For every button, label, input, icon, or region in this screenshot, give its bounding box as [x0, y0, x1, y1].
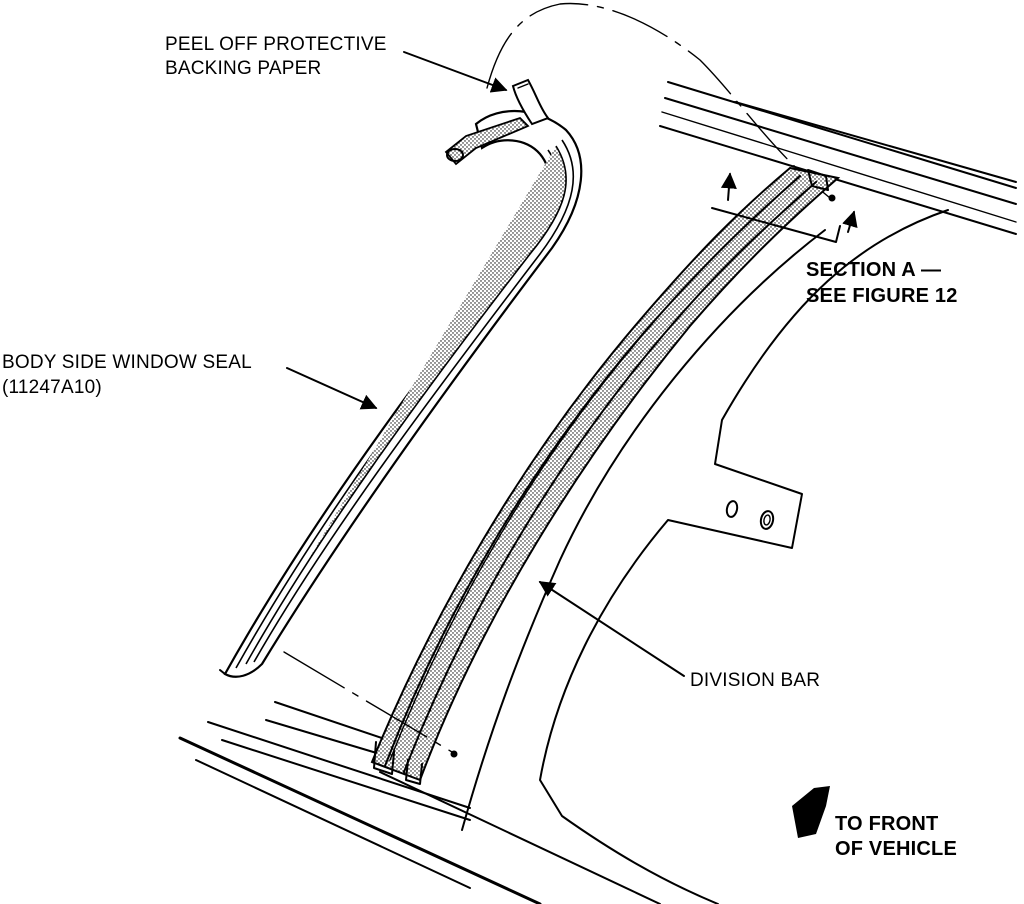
section-a-label: SECTION A — SEE FIGURE 12 [806, 259, 958, 307]
body-panel [178, 81, 1017, 904]
window-seal-label-line1: BODY SIDE WINDOW SEAL [2, 352, 252, 373]
peel-off-label: PEEL OFF PROTECTIVE BACKING PAPER [165, 34, 387, 79]
window-seal-label-line2: (11247A10) [2, 377, 102, 398]
peel-off-label-line2: BACKING PAPER [165, 58, 321, 79]
leader-lines [286, 51, 685, 677]
front-label-line2: OF VEHICLE [835, 838, 957, 860]
body-side-window-seal [219, 78, 583, 678]
front-label-line1: TO FRONT [835, 813, 938, 835]
peel-off-label-line1: PEEL OFF PROTECTIVE [165, 34, 387, 55]
section-a-label-line1: SECTION A — [806, 259, 941, 281]
front-direction-arrow-icon [792, 786, 830, 838]
section-a-label-line2: SEE FIGURE 12 [806, 285, 958, 307]
division-bar-label: DIVISION BAR [690, 670, 820, 691]
front-of-vehicle-indicator: TO FRONT OF VEHICLE [792, 786, 957, 860]
section-a-callout-curve [486, 2, 836, 202]
division-bar [283, 166, 858, 785]
window-seal-label: BODY SIDE WINDOW SEAL (11247A10) [2, 352, 252, 398]
